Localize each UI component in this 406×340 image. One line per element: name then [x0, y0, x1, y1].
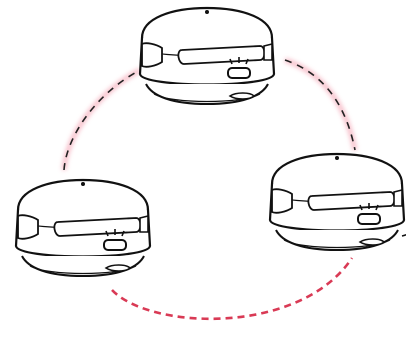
link-top-left: [61, 67, 142, 171]
device-top: [138, 6, 276, 106]
link-left-right: [111, 257, 354, 321]
device-left: [14, 178, 152, 278]
link-top-right: [284, 57, 358, 151]
device-right: [268, 152, 406, 252]
